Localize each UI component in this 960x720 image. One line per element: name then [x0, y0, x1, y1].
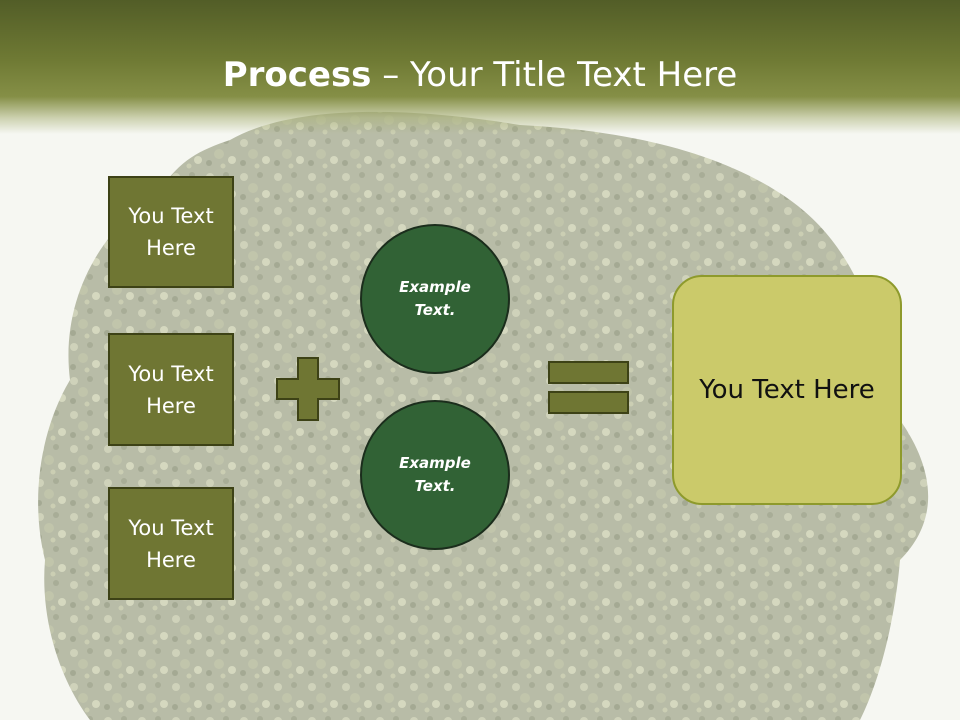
equals-icon	[548, 361, 629, 414]
title-bold: Process	[222, 55, 372, 95]
input-box-2: You Text Here	[108, 333, 234, 446]
input-box-2-label: You Text Here	[128, 361, 214, 418]
input-box-3: You Text Here	[108, 487, 234, 600]
plus-icon	[276, 357, 340, 421]
slide-title: Process – Your Title Text Here	[0, 52, 960, 98]
input-box-3-label: You Text Here	[128, 515, 214, 572]
example-circle-1: Example Text.	[360, 224, 510, 374]
title-rest: – Your Title Text Here	[371, 55, 738, 95]
input-box-1-label: You Text Here	[128, 204, 214, 260]
result-box: You Text Here	[672, 275, 902, 505]
example-circle-2-label: Example Text.	[399, 454, 471, 495]
example-circle-2: Example Text.	[360, 400, 510, 550]
result-box-label: You Text Here	[699, 375, 875, 405]
slide-header	[0, 0, 960, 134]
input-box-1: You Text Here	[108, 176, 234, 288]
example-circle-1-label: Example Text.	[399, 278, 471, 319]
